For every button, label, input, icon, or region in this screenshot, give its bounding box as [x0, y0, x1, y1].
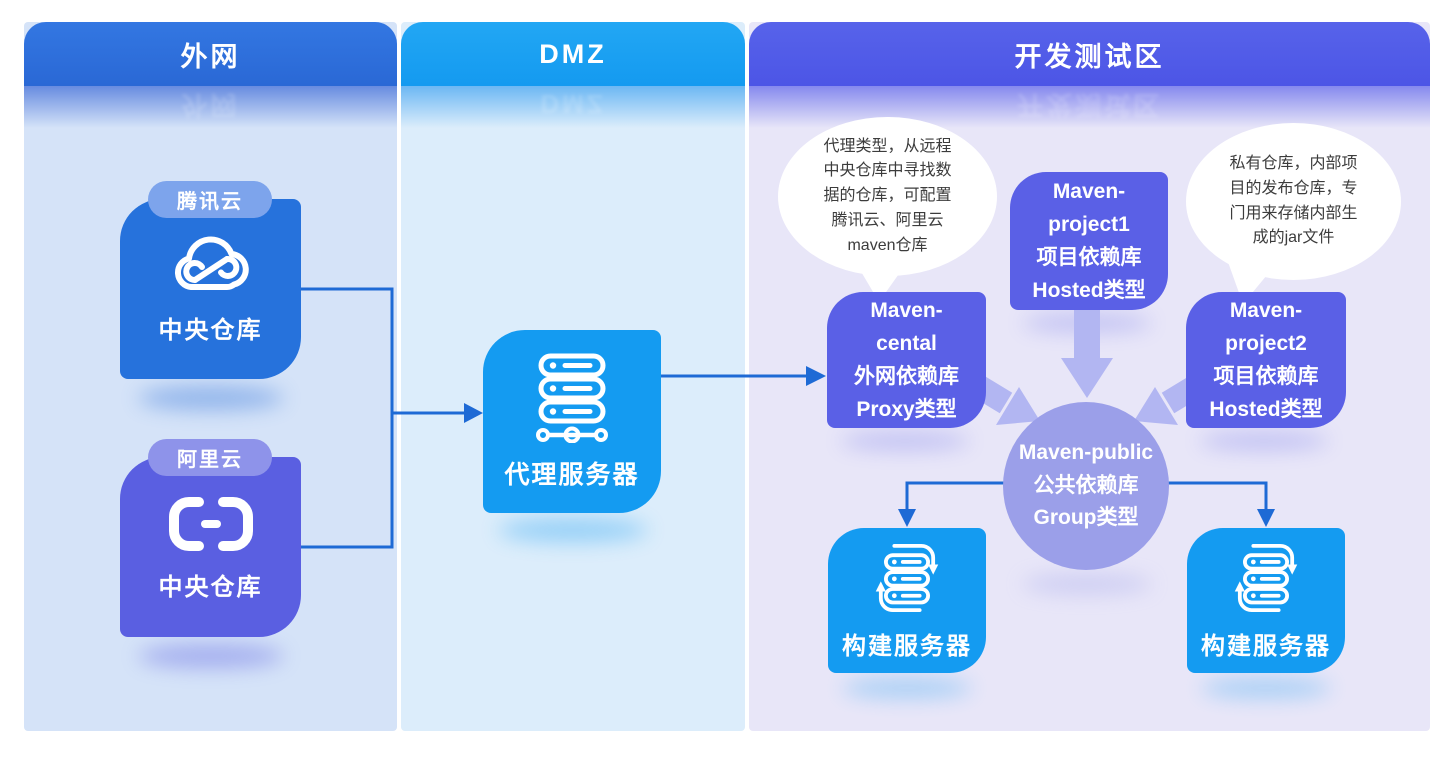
- aliyun-card-shadow: [138, 644, 284, 668]
- zone-dmz-header-glow: [401, 86, 745, 128]
- zone-external-header-glow: [24, 86, 397, 128]
- hosted-repo-callout-bubble: 私有仓库，内部项 目的发布仓库，专 门用来存储内部生 成的jar文件: [1186, 123, 1401, 280]
- tencent-card-label: 中央仓库: [158, 316, 263, 344]
- aliyun-brackets-icon: [168, 493, 254, 555]
- build-server-right-label: 构建服务器: [1201, 633, 1331, 660]
- maven-public-group-repo-circle: Maven-public 公共依赖库 Group类型: [1003, 402, 1169, 570]
- zone-external-header: 外网: [24, 22, 397, 86]
- proxy-card-label: 代理服务器: [504, 460, 640, 489]
- build-server-left-label: 构建服务器: [842, 633, 972, 660]
- build-right-shadow: [1201, 678, 1331, 698]
- zone-external-title-reflection: 外网: [181, 90, 240, 120]
- zone-dmz-header: DMZ: [401, 22, 745, 86]
- maven-project2-hosted-repo-box: Maven- project2 项目依赖库 Hosted类型: [1186, 292, 1346, 428]
- build-server-left-card: 构建服务器: [828, 528, 986, 673]
- tencent-cloud-central-repo-card: 中央仓库: [120, 199, 301, 379]
- proxy-card-shadow: [498, 518, 648, 542]
- tencent-cloud-icon: [169, 234, 253, 296]
- aliyun-central-repo-card: 中央仓库: [120, 457, 301, 637]
- tencent-cloud-badge: 腾讯云: [148, 181, 272, 218]
- maven-project1-hosted-repo-box: Maven- project1 项目依赖库 Hosted类型: [1010, 172, 1168, 310]
- proxy-repo-callout-bubble: 代理类型，从远程 中央仓库中寻找数 据的仓库，可配置 腾讯云、阿里云 maven…: [778, 117, 997, 276]
- build-server-right-card: 构建服务器: [1187, 528, 1345, 673]
- zone-dev-header: 开发测试区: [749, 22, 1430, 86]
- maven-cental-proxy-repo-box: Maven- cental 外网依赖库 Proxy类型: [827, 292, 986, 428]
- zone-dmz-title-reflection: DMZ: [540, 89, 606, 119]
- tencent-card-shadow: [138, 386, 284, 410]
- proxy-server-card: 代理服务器: [483, 330, 661, 513]
- aliyun-card-label: 中央仓库: [158, 573, 263, 601]
- aliyun-cloud-badge: 阿里云: [148, 439, 272, 476]
- zone-dev-title-reflection: 开发测试区: [1016, 90, 1162, 120]
- maven-public-shadow: [1022, 574, 1152, 594]
- server-nodes-icon: [532, 353, 612, 443]
- server-sync-icon: [869, 540, 945, 616]
- build-left-shadow: [842, 678, 972, 698]
- server-sync-icon: [1228, 540, 1304, 616]
- maven-project2-shadow: [1199, 432, 1329, 450]
- maven-cental-shadow: [840, 432, 970, 450]
- maven-project1-shadow: [1022, 314, 1152, 332]
